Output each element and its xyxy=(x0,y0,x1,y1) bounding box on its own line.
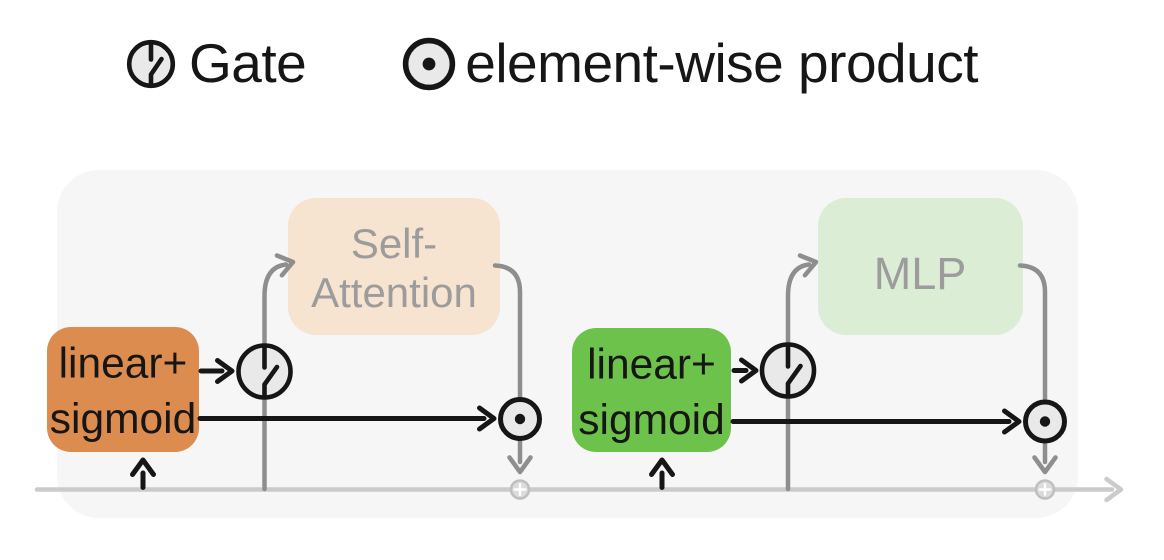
linear-sigmoid-label-line1: linear+ xyxy=(587,342,716,389)
gate-node-mlp xyxy=(759,342,817,399)
to-gate-arrow-mlp xyxy=(731,357,759,384)
linear-sigmoid-label-line2: sigmoid xyxy=(50,396,196,443)
gate-node-attention xyxy=(236,343,293,400)
residual-stream-arrowhead xyxy=(1104,476,1124,503)
mlp-branch-arrowhead xyxy=(797,253,819,278)
residual-input-arrow-attention xyxy=(130,457,156,490)
legend-item-gate: Gate xyxy=(126,32,307,94)
mlp-label: MLP xyxy=(874,248,967,299)
self-attention-label-line2: Attention xyxy=(311,269,477,316)
mlp-output-arrowhead xyxy=(1032,455,1058,475)
legend-item-elementwise-product: element-wise product xyxy=(402,36,978,91)
attention-output-arrowhead xyxy=(507,455,533,475)
residual-input-arrow-mlp xyxy=(649,457,675,490)
elementwise-product-icon xyxy=(403,37,456,90)
linear-sigmoid-label-line2: sigmoid xyxy=(578,397,724,444)
gate-icon xyxy=(262,344,280,399)
module-connectors xyxy=(262,253,1058,492)
mlp-output-line xyxy=(1017,263,1048,465)
plus-icon xyxy=(513,483,527,496)
linear-sigmoid-block-mlp xyxy=(572,328,731,452)
legend-label-gate: Gate xyxy=(189,32,307,94)
elementwise-product-icon xyxy=(514,413,526,425)
attention-branch-line xyxy=(262,262,289,492)
attention-branch-arrowhead xyxy=(274,253,296,278)
gate-value-arrow-attention xyxy=(197,405,497,432)
elementwise-product-node-mlp xyxy=(1023,399,1067,444)
residual-add-node-attention xyxy=(509,479,531,500)
black-arrows xyxy=(130,357,1022,490)
linear-sigmoid-block-attention xyxy=(47,327,199,452)
self-attention-block xyxy=(288,198,500,335)
elementwise-product-node-attention xyxy=(498,397,542,441)
residual-add-node-mlp xyxy=(1034,479,1056,500)
gate-value-arrow-mlp xyxy=(730,408,1022,435)
attention-output-line xyxy=(492,263,523,465)
gate-icon xyxy=(785,343,803,398)
elementwise-product-icon xyxy=(1039,416,1051,427)
legend: Gate element-wise product xyxy=(126,36,978,91)
self-attention-label-line1: Self- xyxy=(351,220,437,267)
gate-icon xyxy=(126,39,176,88)
mlp-branch-line xyxy=(785,262,812,492)
residual-stream xyxy=(34,476,1124,503)
mlp-block xyxy=(818,198,1023,335)
legend-label-elementwise-product: element-wise product xyxy=(465,32,978,94)
plus-icon xyxy=(1038,483,1052,496)
linear-sigmoid-label-line1: linear+ xyxy=(59,341,188,388)
to-gate-arrow-attention xyxy=(198,358,235,384)
